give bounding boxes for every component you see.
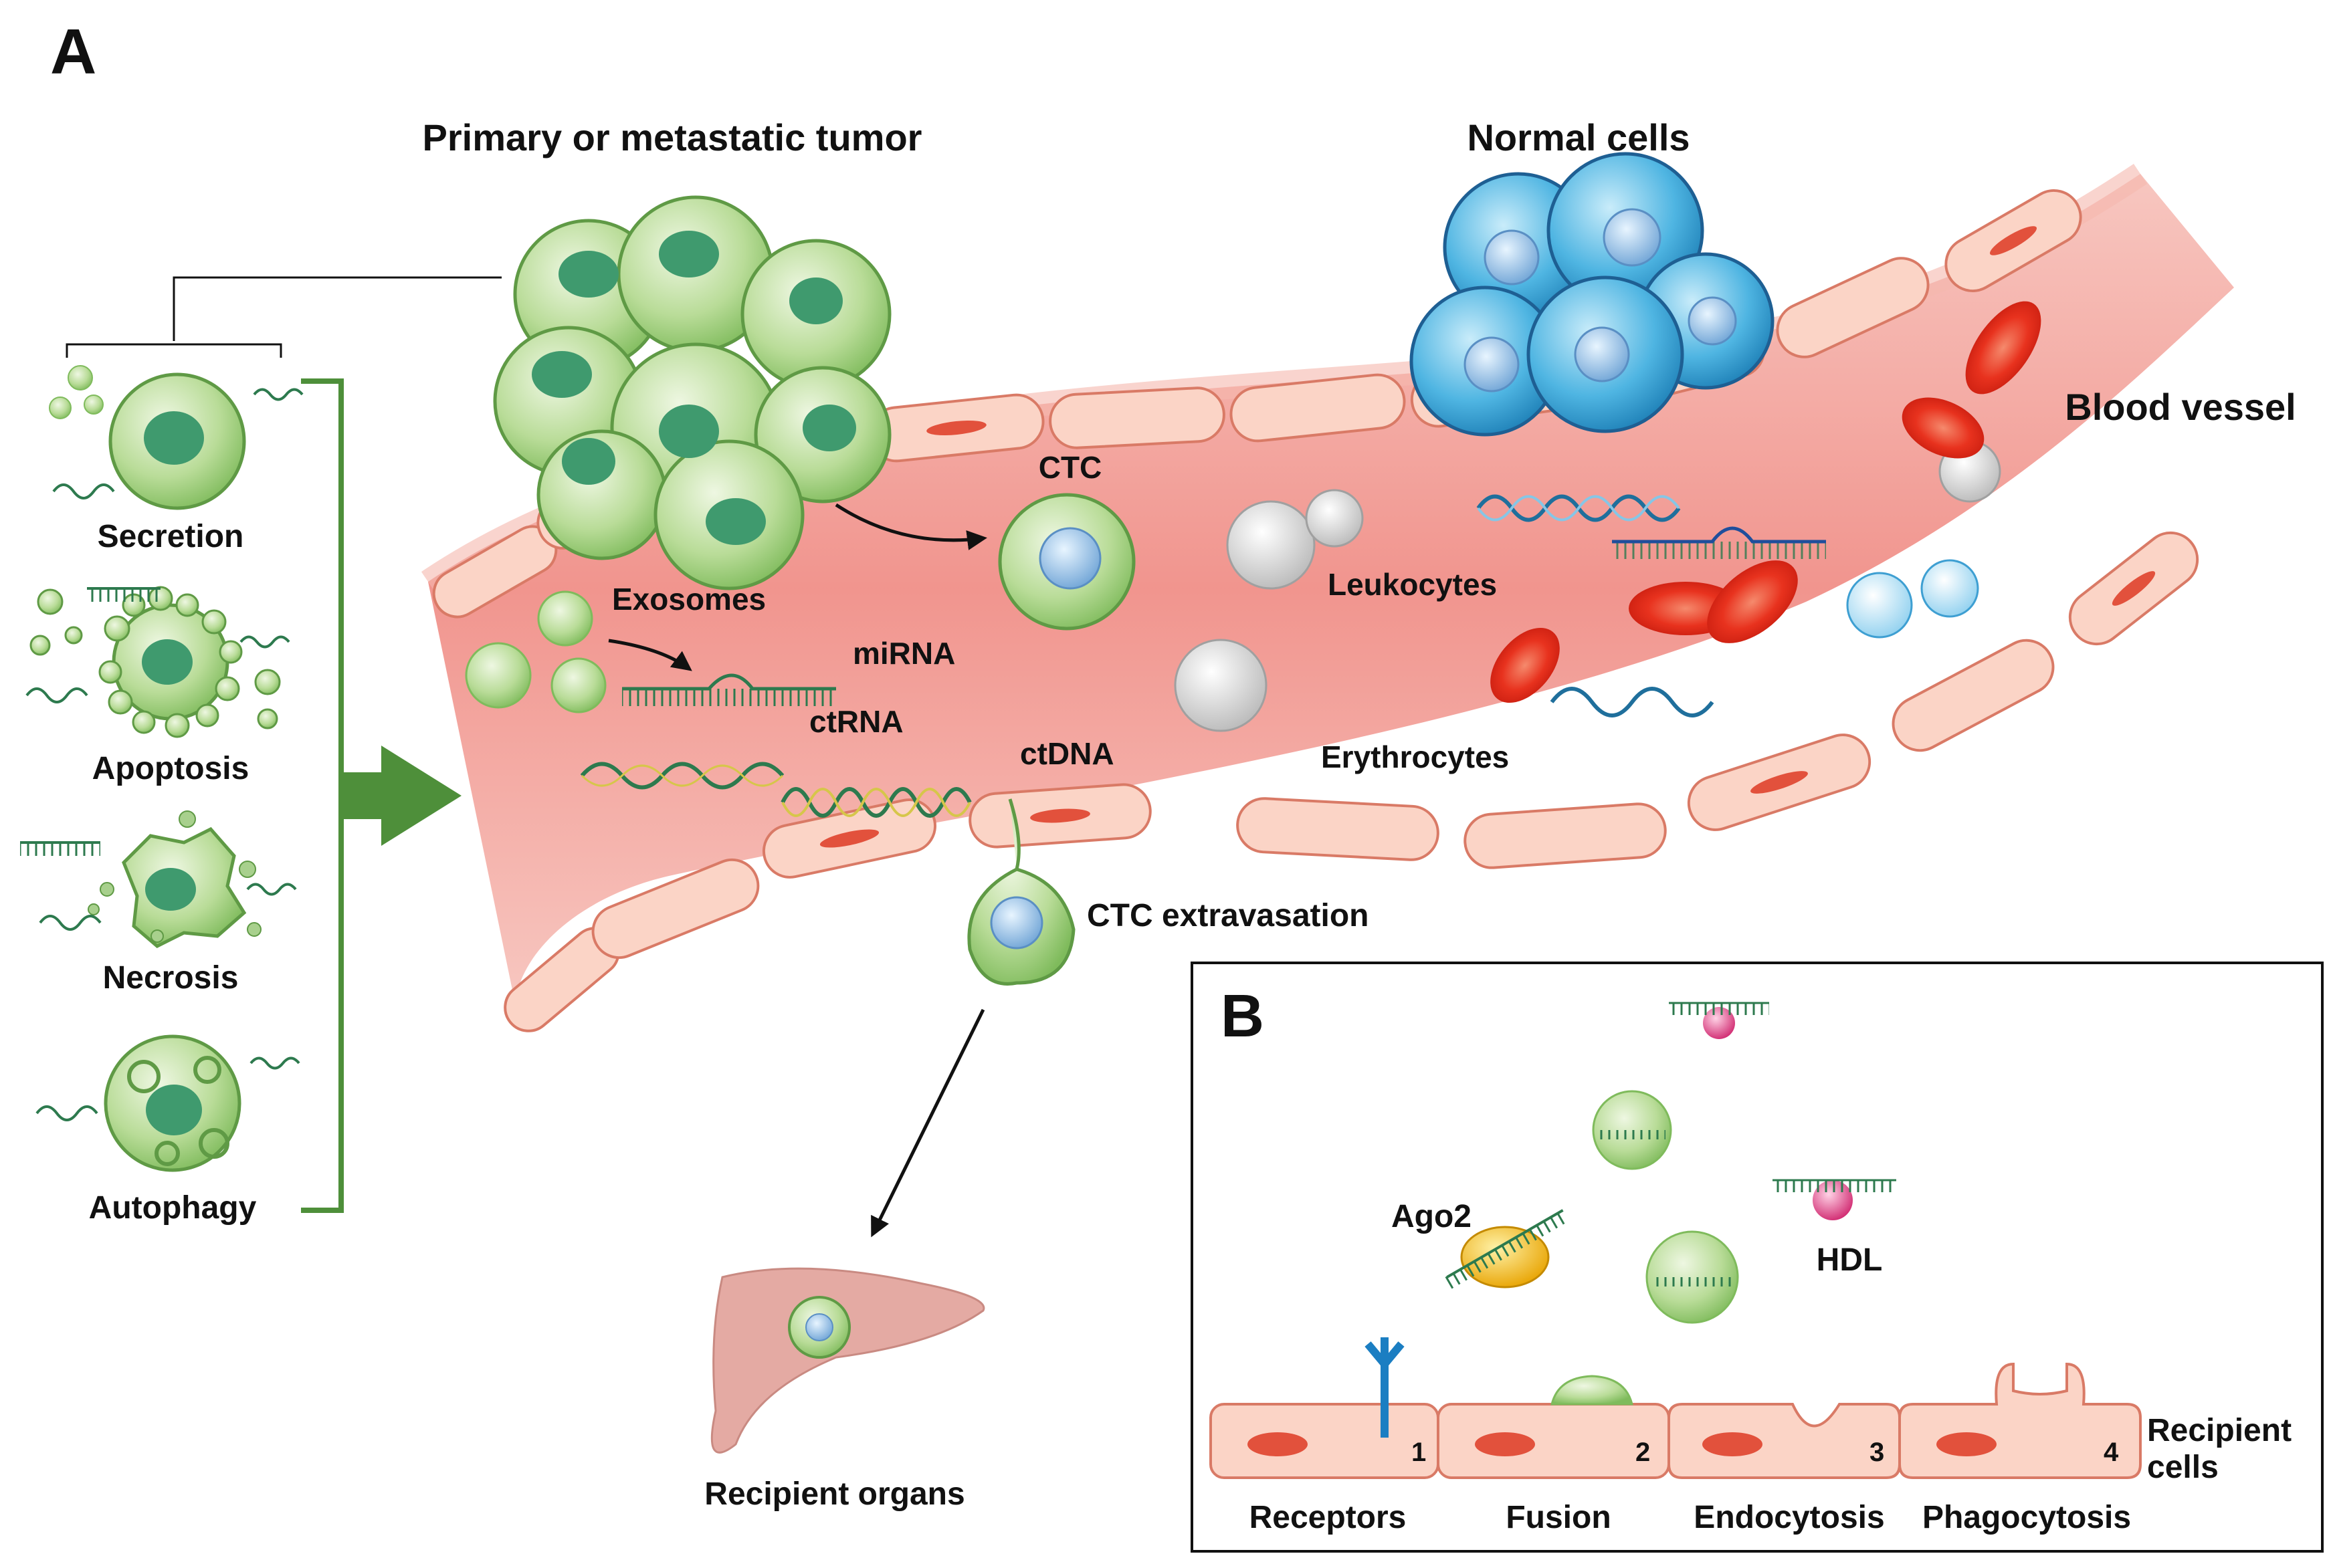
panel-label-b: B bbox=[1221, 983, 1264, 1050]
panel-label-a: A bbox=[50, 16, 96, 88]
exosome-arrow bbox=[608, 639, 692, 671]
uptake-label: Receptors bbox=[1249, 1500, 1407, 1535]
necrosis-label: Necrosis bbox=[103, 960, 239, 996]
recipient-organ bbox=[710, 1267, 985, 1454]
recipient-cell-nuclei bbox=[1247, 1432, 1997, 1456]
uptake-number: 3 bbox=[1869, 1438, 1884, 1467]
primary-tumor-label: Primary or metastatic tumor bbox=[423, 116, 922, 158]
leukocytes bbox=[1174, 440, 2001, 732]
autophagy-cell bbox=[35, 1034, 300, 1172]
uptake-numbers: 1 2 3 4 bbox=[1411, 1438, 2119, 1467]
uptake-label: Fusion bbox=[1506, 1500, 1611, 1535]
free-vesicles bbox=[1592, 1090, 1739, 1324]
tumor-nuclei bbox=[532, 231, 856, 545]
uptake-labels: Receptors Fusion Endocytosis Phagocytosi… bbox=[1249, 1500, 2131, 1535]
erythrocytes bbox=[1490, 301, 2041, 703]
ctrna-label: ctRNA bbox=[809, 704, 904, 739]
ctrna-strand bbox=[580, 762, 785, 790]
exosomes-label: Exosomes bbox=[612, 582, 766, 617]
ctdna-label: ctDNA bbox=[1020, 736, 1114, 771]
ctc-cell bbox=[998, 493, 1136, 631]
mirna-label: miRNA bbox=[853, 636, 955, 671]
hdl-label: HDL bbox=[1817, 1242, 1883, 1278]
ctdna-strand bbox=[781, 787, 972, 818]
leukocytes-label: Leukocytes bbox=[1328, 567, 1497, 602]
ctc-label: CTC bbox=[1039, 450, 1102, 485]
vessel-wall-lower bbox=[504, 531, 2199, 1032]
source-bracket bbox=[66, 276, 502, 358]
uptake-number: 2 bbox=[1635, 1438, 1650, 1467]
normal-nuclei bbox=[1463, 208, 1737, 393]
hdl-particles bbox=[1669, 1002, 1896, 1220]
exosomes bbox=[465, 590, 607, 713]
autophagy-label: Autophagy bbox=[89, 1190, 257, 1226]
vessel-wall-nuclei bbox=[580, 226, 2156, 848]
ctc-arrow bbox=[835, 503, 987, 550]
recipient-cells-label-line1: Recipient bbox=[2147, 1413, 2292, 1448]
ctc-extravasation-label: CTC extravasation bbox=[1087, 898, 1369, 933]
pale-blue-particles bbox=[1846, 559, 1979, 639]
receptor-icon bbox=[1364, 1337, 1405, 1438]
recipient-organs-label: Recipient organs bbox=[704, 1476, 965, 1512]
uptake-label: Phagocytosis bbox=[1922, 1500, 2131, 1535]
fusion-vesicle-icon bbox=[1550, 1375, 1633, 1406]
uptake-number: 4 bbox=[2104, 1438, 2119, 1467]
secretion-label: Secretion bbox=[98, 519, 244, 554]
ago2-label: Ago2 bbox=[1391, 1199, 1472, 1234]
vessel-dna bbox=[1476, 494, 1826, 717]
release-bracket bbox=[301, 378, 462, 1213]
uptake-number: 1 bbox=[1411, 1438, 1426, 1467]
mirna-strand bbox=[622, 673, 836, 706]
apoptosis-label: Apoptosis bbox=[92, 751, 249, 786]
apoptosis-cell bbox=[25, 586, 290, 738]
recipient-cells-label-line2: cells bbox=[2147, 1450, 2219, 1485]
ago2-complex bbox=[1443, 1209, 1566, 1290]
metastasis-arrow bbox=[871, 1008, 985, 1238]
secretion-cell bbox=[49, 365, 304, 510]
ctc-extravasation-cell bbox=[967, 798, 1076, 986]
erythrocytes-label: Erythrocytes bbox=[1321, 740, 1509, 774]
normal-cells-label: Normal cells bbox=[1467, 116, 1690, 158]
necrosis-cell bbox=[20, 810, 297, 948]
uptake-label: Endocytosis bbox=[1694, 1500, 1884, 1535]
blood-vessel-label: Blood vessel bbox=[2065, 386, 2296, 428]
